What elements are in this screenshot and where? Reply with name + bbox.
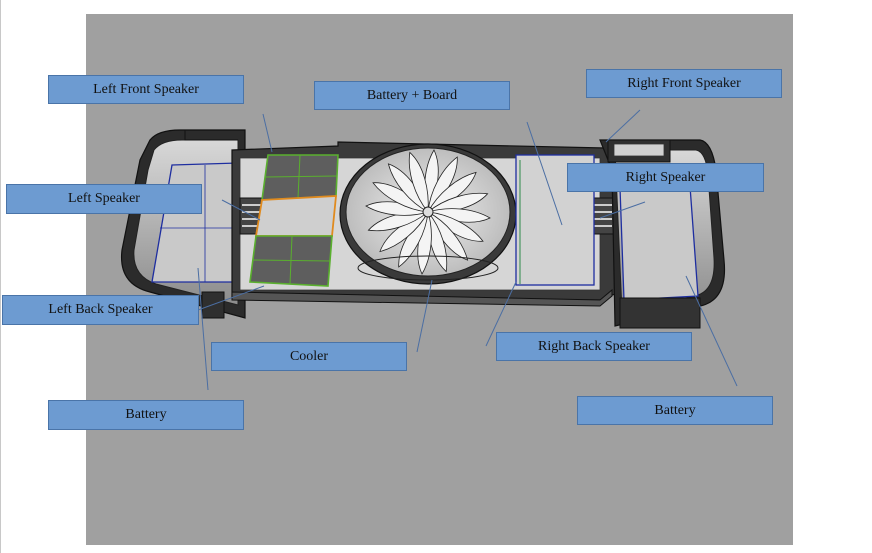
cooler-fan xyxy=(339,143,517,285)
label-left-battery: Battery xyxy=(48,400,244,430)
leader-lines xyxy=(197,109,738,391)
leader-right-front-speaker xyxy=(605,109,641,143)
label-right-battery: Battery xyxy=(577,396,773,425)
leader-right-back-speaker xyxy=(485,281,517,347)
leader-battery-board xyxy=(526,121,563,226)
leader-left-battery xyxy=(197,267,209,391)
label-left-front-speaker: Left Front Speaker xyxy=(48,75,244,104)
label-left-speaker: Left Speaker xyxy=(6,184,202,214)
label-cooler: Cooler xyxy=(211,342,407,371)
label-left-back-speaker: Left Back Speaker xyxy=(2,295,199,325)
left-grip xyxy=(120,129,246,319)
leader-right-speaker xyxy=(599,201,646,219)
leader-left-front-speaker xyxy=(262,113,273,153)
left-speaker-module xyxy=(249,154,339,287)
page-edge xyxy=(0,0,1,553)
label-battery-board: Battery + Board xyxy=(314,81,510,110)
leader-right-battery xyxy=(685,275,738,387)
leader-cooler xyxy=(416,279,433,353)
label-right-front-speaker: Right Front Speaker xyxy=(586,69,782,98)
label-right-back-speaker: Right Back Speaker xyxy=(496,332,692,361)
leader-left-back-speaker xyxy=(197,285,265,311)
leader-left-speaker xyxy=(221,199,261,221)
label-right-speaker: Right Speaker xyxy=(567,163,764,192)
